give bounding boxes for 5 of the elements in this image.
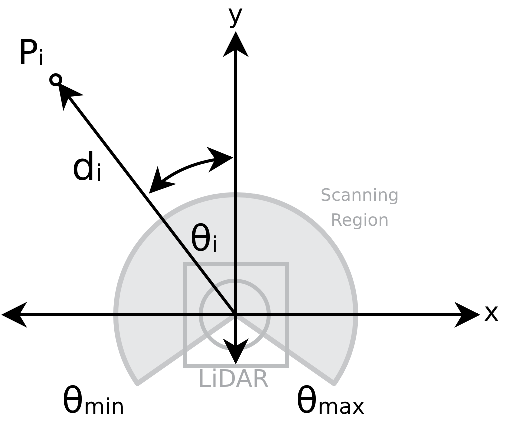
axis-label: y bbox=[228, 2, 244, 28]
region-label: Scanning Region bbox=[320, 185, 400, 233]
axis-label: x bbox=[484, 300, 500, 326]
arrow bbox=[58, 82, 238, 316]
sensor-label: LiDAR bbox=[198, 367, 270, 391]
